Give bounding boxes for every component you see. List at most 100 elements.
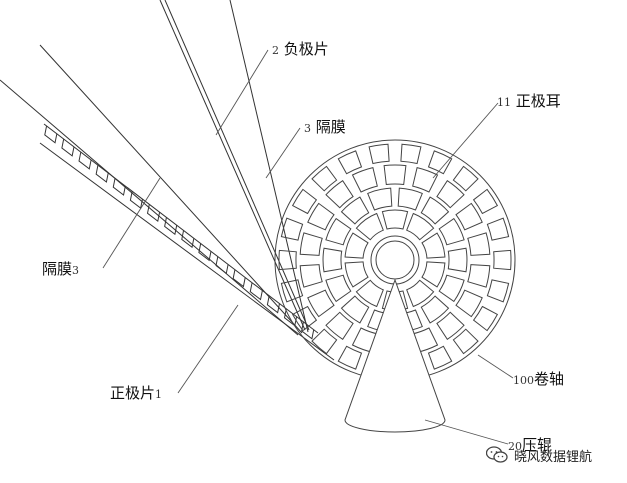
roll-layer-segment: [325, 180, 354, 209]
positive-sheet-tooth: [95, 165, 109, 183]
roll-layer-segment: [307, 289, 335, 318]
roll-layer-segment: [355, 212, 384, 241]
leader-negative-sheet: [215, 49, 269, 136]
positive-sheet-tooth: [249, 282, 263, 301]
roll-layer-segment: [368, 143, 390, 165]
negative-sheet-line-2: [164, 0, 310, 331]
positive-sheet-tooth: [164, 217, 178, 236]
label-winding-shaft: 100卷轴: [513, 370, 565, 388]
label-separator-top: 3 隔膜: [304, 118, 346, 136]
leader-lines: [102, 49, 514, 445]
positive-sheet-tooth: [283, 308, 298, 327]
leader-winding-shaft: [477, 354, 514, 379]
roll-layer-segment: [322, 247, 343, 273]
roll-layer-segment: [397, 187, 423, 211]
positive-sheet-top: [43, 123, 319, 334]
roll-layer-segment: [299, 232, 323, 256]
roll-layer-segment: [307, 202, 335, 231]
positive-sheet-tooth: [198, 243, 212, 262]
roll-layer-segment: [278, 249, 297, 271]
roll-layer-segment: [438, 274, 465, 303]
roll-layer-segment: [455, 289, 483, 318]
roll-layer-segment: [421, 261, 446, 288]
roll-layers: [278, 143, 512, 377]
roll-layer-segment: [427, 345, 453, 370]
watermark-text: 晓风数据锂航: [514, 449, 593, 465]
roll-layer-segment: [291, 305, 318, 332]
roll-layer-segment: [344, 232, 369, 259]
watermark: 晓风数据锂航: [486, 443, 592, 467]
roll-layer-segment: [452, 165, 479, 192]
roll-layer-segment: [381, 209, 409, 230]
wechat-icon: [486, 446, 508, 463]
roll-layer-segment: [383, 164, 407, 186]
roll-layer-segment: [311, 328, 338, 355]
positive-sheet-tooth: [232, 269, 246, 288]
negative-sheet-line: [159, 0, 306, 331]
roll-layer-segment: [436, 311, 465, 340]
positive-sheet-tooth: [129, 191, 143, 209]
roll-layer-segment: [420, 295, 450, 324]
roll-layer-segment: [420, 196, 450, 225]
winding-roll: [274, 139, 516, 381]
roll-layer-segment: [337, 150, 363, 175]
roll-layer-segment: [340, 295, 370, 324]
positive-sheet-tooth: [215, 256, 229, 275]
positive-sheet-teeth: [44, 125, 315, 340]
roll-layer-segment: [355, 279, 384, 308]
roll-layer-segment: [325, 274, 352, 303]
positive-sheet-tooth: [146, 204, 161, 223]
positive-sheet-tooth: [112, 178, 126, 196]
roll-layer-segment: [427, 150, 453, 175]
positive-sheet-base: [39, 142, 335, 361]
roll-layer-segment: [299, 264, 323, 288]
positive-sheet-tooth: [78, 151, 92, 170]
label-separator-left: 隔膜3: [42, 260, 80, 278]
leader-positive-sheet: [177, 304, 239, 394]
roll-layer-segment: [340, 196, 370, 225]
roll-layer-segment: [325, 311, 354, 340]
positive-sheet-tooth: [181, 230, 195, 249]
label-press-roller: 20压辊: [508, 436, 553, 454]
roll-layer-segment: [472, 188, 499, 215]
electrode-sheets: [0, 0, 335, 361]
roll-layer-segment: [472, 305, 499, 332]
roll-layer-segment: [486, 217, 510, 241]
roll-layer-segment: [280, 217, 304, 241]
roll-layer-segment: [452, 328, 479, 355]
label-positive-sheet: 正极片1: [110, 384, 163, 402]
roll-layer-segment: [486, 279, 510, 303]
roll-layer-segment: [436, 180, 465, 209]
leader-separator-left: [102, 177, 161, 269]
positive-sheet-tooth: [301, 321, 315, 340]
roll-layer-segment: [447, 247, 468, 273]
label-negative-sheet: 2 负极片: [272, 40, 329, 58]
separator-line-upper: [229, 0, 309, 333]
separator-line-lower: [39, 44, 303, 334]
positive-sheet-tooth: [44, 125, 58, 144]
roll-layer-segment: [406, 279, 435, 308]
roll-layer-segment: [412, 166, 439, 193]
roll-layer-segment: [438, 217, 465, 246]
roll-layer-segment: [351, 166, 378, 193]
roll-layer-segment: [325, 217, 352, 246]
roll-layer-segment: [367, 187, 393, 211]
roll-layer-segment: [421, 232, 446, 259]
roll-layer-segment: [493, 249, 512, 271]
roll-layer-segment: [337, 345, 363, 370]
roll-layer-segment: [467, 264, 491, 288]
roll-layer-segment: [291, 188, 318, 215]
positive-sheet-tooth: [61, 138, 75, 157]
leader-separator-top: [265, 127, 301, 179]
roll-layer-segment: [406, 212, 435, 241]
winding-shaft: [375, 240, 415, 280]
roll-layer-segment: [455, 202, 483, 231]
roll-layer-segment: [344, 261, 369, 288]
press-roller: [344, 278, 446, 433]
leader-positive-tab: [432, 102, 499, 179]
leader-press-roller: [424, 419, 509, 445]
label-positive-tab: 11 正极耳: [497, 92, 561, 110]
roll-layer-segment: [400, 143, 422, 165]
roll-layer-segment: [311, 165, 338, 192]
